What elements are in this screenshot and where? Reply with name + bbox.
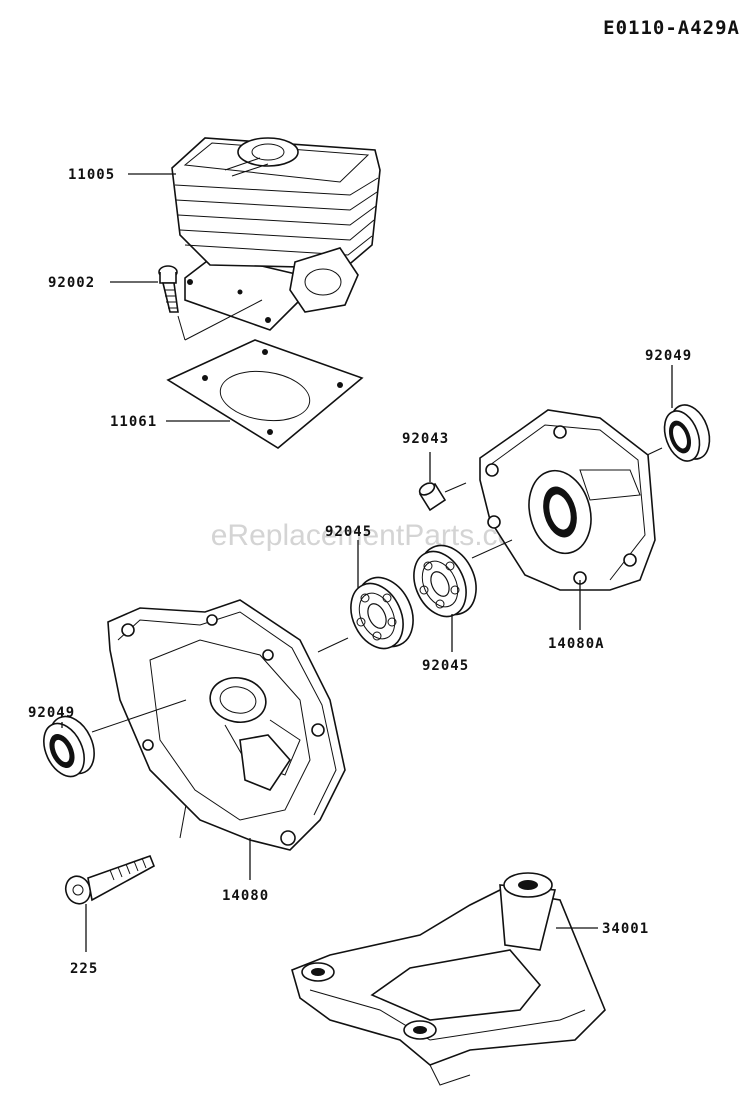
axis-92049-lower: [91, 699, 187, 733]
axis-14080: [179, 804, 187, 839]
bearing-92045-left-drawing: [350, 576, 414, 650]
part-label-92049-lower[interactable]: 92049: [28, 705, 75, 721]
part-label-92045-left[interactable]: 92045: [325, 524, 372, 540]
axis-92045-right: [471, 539, 513, 559]
bracket-34001-drawing: [291, 872, 606, 1086]
bolt-92002-drawing: [158, 265, 179, 313]
crankcase-14080-drawing: [107, 599, 346, 851]
part-label-14080a[interactable]: 14080A: [548, 636, 605, 652]
watermark: eReplacementParts.com: [211, 519, 539, 552]
oil-seal-92049-lower-drawing: [43, 715, 95, 778]
oil-seal-92049-upper-drawing: [663, 404, 711, 462]
part-label-92002[interactable]: 92002: [48, 275, 95, 291]
part-label-92049-upper[interactable]: 92049: [645, 348, 692, 364]
axis-92043: [444, 482, 467, 493]
part-label-11061[interactable]: 11061: [110, 414, 157, 430]
leader-92002-axis-2: [184, 299, 263, 341]
pin-92043-drawing: [418, 482, 447, 512]
gasket-11061-drawing: [166, 339, 364, 449]
diagram-code: E0110-A429A: [603, 17, 740, 39]
part-label-225[interactable]: 225: [70, 961, 98, 977]
crankcase-14080a-drawing: [479, 409, 656, 591]
part-label-14080[interactable]: 14080: [222, 888, 269, 904]
part-label-92043[interactable]: 92043: [402, 431, 449, 447]
cylinder-11005-drawing: [171, 137, 381, 331]
bearing-92045-right-drawing: [413, 544, 477, 618]
leader-92002-axis: [177, 315, 186, 341]
bolt-225-drawing: [64, 854, 156, 905]
part-label-11005[interactable]: 11005: [68, 167, 115, 183]
axis-92045-left: [317, 637, 349, 653]
part-label-34001[interactable]: 34001: [602, 921, 649, 937]
part-label-92045-right[interactable]: 92045: [422, 658, 469, 674]
